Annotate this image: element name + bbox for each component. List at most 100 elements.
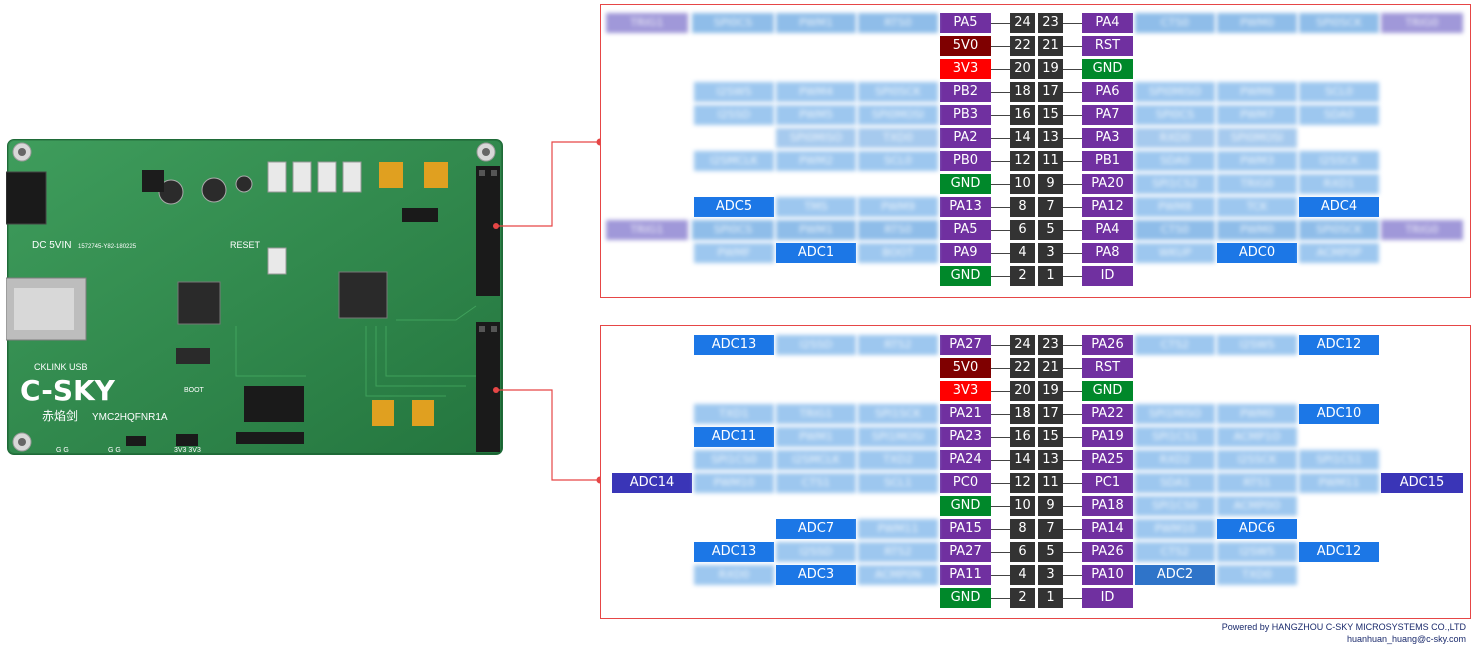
board-usb-label: CKLINK USB [34,362,88,372]
pin-label-right: PA26 [1082,542,1133,562]
pin-number-left: 10 [1010,496,1035,516]
pin-number-left: 2 [1010,588,1035,608]
alt-function-label: PWM11 [1299,473,1379,493]
alt-function-label: SPI0CS [1135,105,1215,125]
alt-function-label: SPI1CS1 [1299,450,1379,470]
alt-function-label: I2SSCK [1217,450,1297,470]
alt-function-label: SCL1 [858,473,938,493]
pin-leader-line [1063,506,1082,507]
pin-number-right: 19 [1038,59,1063,79]
pin-leader-line [991,23,1010,24]
pin-label-left: GND [940,496,991,516]
pin-leader-line [991,69,1010,70]
pin-leader-line [991,414,1010,415]
pin-number-right: 15 [1038,105,1063,125]
alt-function-label: TMS [776,197,856,217]
alt-function-label: CTS2 [1135,335,1215,355]
pin-label-left: PA2 [940,128,991,148]
alt-function-label: I2SWS [694,82,774,102]
adc-function-label: ADC0 [1217,243,1297,263]
pin-label-left: PC0 [940,473,991,493]
pin-label-left: PA13 [940,197,991,217]
alt-function-label: RXD0 [1135,128,1215,148]
pin-label-left: PA5 [940,13,991,33]
adc-function-label: ADC2 [1135,565,1215,585]
pin-label-right: PA26 [1082,335,1133,355]
pin-label-right: PA20 [1082,174,1133,194]
pin-leader-line [991,598,1010,599]
pin-label-right: PA3 [1082,128,1133,148]
pin-leader-line [991,161,1010,162]
alt-function-label: SPI1CS2 [1135,174,1215,194]
alt-function-label: SPI0SCK [1299,13,1379,33]
pin-number-right: 11 [1038,151,1063,171]
pin-number-left: 18 [1010,82,1035,102]
pin-number-left: 24 [1010,13,1035,33]
alt-function-label: ACMP0P [1299,243,1379,263]
alt-function-label: I2SSCK [1299,151,1379,171]
alt-function-label: ACMP0O [1217,496,1297,516]
pin-label-left: PA27 [940,335,991,355]
pin-leader-line [991,552,1010,553]
alt-function-label: PWM1 [776,427,856,447]
pin-leader-line [1063,575,1082,576]
alt-function-label: TXD0 [1217,565,1297,585]
pin-label-right: PA22 [1082,404,1133,424]
alt-function-label: PWM3 [1217,151,1297,171]
pin-number-right: 3 [1038,565,1063,585]
pin-number-left: 4 [1010,565,1035,585]
pin-number-left: 14 [1010,128,1035,148]
pin-number-left: 16 [1010,105,1035,125]
pin-number-right: 19 [1038,381,1063,401]
pin-number-right: 13 [1038,128,1063,148]
pin-leader-line [1063,184,1082,185]
pin-leader-line [1063,368,1082,369]
pin-label-left: GND [940,266,991,286]
pin-number-left: 22 [1010,358,1035,378]
alt-function-label: TRIG0 [1381,220,1463,240]
alt-function-label: TXD2 [858,450,938,470]
alt-function-label: SPI1CS1 [1135,427,1215,447]
adc-function-label: ADC12 [1299,542,1379,562]
pin-label-right: PA7 [1082,105,1133,125]
adc-function-label: ADC4 [1299,197,1379,217]
alt-function-label: I2SWS [1217,542,1297,562]
pin-leader-line [1063,529,1082,530]
alt-function-label: SPI1CS0 [1135,496,1215,516]
pin-leader-line [1063,138,1082,139]
pin-leader-line [1063,230,1082,231]
pin-label-left: PB0 [940,151,991,171]
pin-number-left: 12 [1010,151,1035,171]
pin-leader-line [991,230,1010,231]
pin-number-left: 20 [1010,59,1035,79]
pin-label-right: PA4 [1082,13,1133,33]
pin-number-left: 14 [1010,450,1035,470]
pin-leader-line [991,207,1010,208]
alt-function-label: SDA0 [1135,151,1215,171]
pin-label-left: 5V0 [940,36,991,56]
pin-leader-line [1063,46,1082,47]
alt-function-label: CTS1 [776,473,856,493]
pin-label-left: PA9 [940,243,991,263]
board-ground-label-2: G G [108,447,121,454]
board-pcb-code: 1572745-Y82-180225 [78,244,137,250]
alt-function-label: SPI1MISO [1135,404,1215,424]
alt-function-label: I2SSD [776,542,856,562]
alt-function-label: PWM2 [776,151,856,171]
pin-number-right: 23 [1038,335,1063,355]
pin-leader-line [991,368,1010,369]
board-chinese-name: 赤焰剑 [42,408,78,423]
pin-number-right: 7 [1038,519,1063,539]
alt-function-label: SCL0 [1299,82,1379,102]
alt-function-label: I2SMCLK [776,450,856,470]
pin-label-left: PA11 [940,565,991,585]
pin-leader-line [1063,552,1082,553]
alt-function-label: PWM10 [694,473,774,493]
pin-label-right: PA12 [1082,197,1133,217]
pin-label-left: PA23 [940,427,991,447]
pin-number-right: 3 [1038,243,1063,263]
alt-function-label: ACMP1O [1217,427,1297,447]
pin-number-left: 24 [1010,335,1035,355]
alt-function-label: PWM0 [1217,220,1297,240]
pin-label-right: RST [1082,358,1133,378]
